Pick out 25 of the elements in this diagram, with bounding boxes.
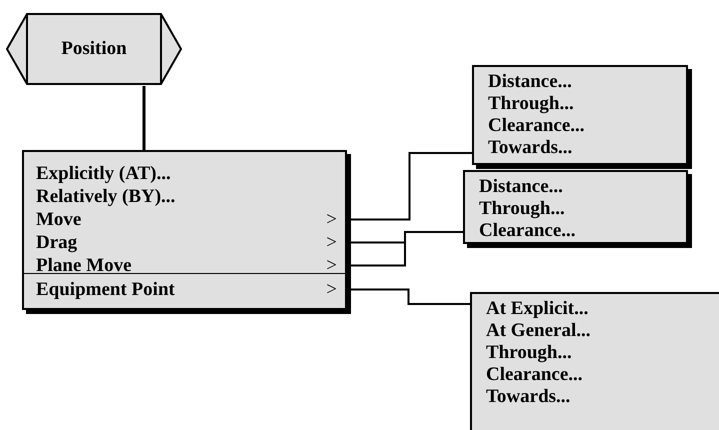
submenu-indicator: > — [326, 208, 337, 231]
submenu-indicator: > — [326, 254, 337, 277]
menu-option: Clearance... — [488, 115, 585, 136]
menu-option: Clearance... — [479, 220, 576, 241]
menu-option: Through... — [479, 198, 565, 219]
menu-item-label: Plane Move — [36, 254, 132, 277]
title-label: Position — [60, 38, 128, 60]
menu-option: Clearance... — [486, 364, 583, 385]
menu-option: Towards... — [488, 137, 572, 158]
menu-option: Distance... — [479, 176, 563, 197]
submenu-indicator: > — [326, 231, 337, 254]
menu-item-label: Equipment Point — [36, 278, 175, 301]
menu-item-label: Explicitly (AT)... — [36, 162, 171, 185]
menu-option: At General... — [486, 320, 590, 341]
menu-option: Through... — [488, 93, 574, 114]
menu-item-label: Relatively (BY)... — [36, 185, 176, 208]
menu-item-label: Move — [36, 208, 82, 231]
menu-option: Towards... — [486, 386, 570, 407]
menu-option: Through... — [486, 342, 572, 363]
connector-line — [142, 86, 146, 150]
menu-option: Distance... — [488, 71, 572, 92]
menu-option: At Explicit... — [486, 298, 588, 319]
menu-item-label: Drag — [36, 231, 78, 254]
submenu-indicator: > — [326, 278, 337, 301]
submenu-panel — [470, 292, 719, 430]
